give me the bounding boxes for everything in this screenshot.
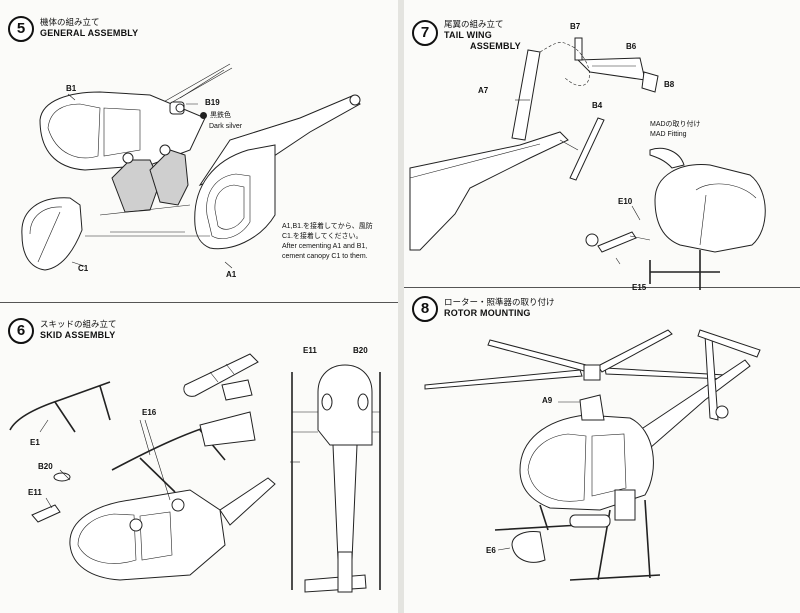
- step-6-title-en: SKID ASSEMBLY: [40, 330, 116, 340]
- part-label-b7: B7: [570, 22, 581, 31]
- part-label-e10: E10: [618, 197, 633, 206]
- step6-illustration: [9, 353, 381, 593]
- step-7-title-jp: 尾翼の組み立て: [444, 19, 504, 29]
- mad-fitting-jp: MADの取り付け: [650, 121, 701, 128]
- step-8-title-jp: ローター・照準器の取り付け: [444, 297, 555, 307]
- step5-note-en-1: After cementing A1 and B1,: [282, 243, 368, 250]
- mad-fitting-en: MAD Fitting: [650, 131, 687, 138]
- step-8-title-en: ROTOR MOUNTING: [444, 308, 531, 318]
- part-label-a9: A9: [542, 396, 553, 405]
- part-label-e16: E16: [142, 408, 157, 417]
- part-label-b8: B8: [664, 80, 675, 89]
- part-label-b20-top: B20: [353, 346, 368, 355]
- step7-illustration: [409, 37, 766, 290]
- step-7-title-en-2: ASSEMBLY: [470, 41, 521, 51]
- paint-name-jp: 黒鉄色: [210, 112, 231, 119]
- step-7-title-en-1: TAIL WING: [444, 30, 492, 40]
- part-label-a1: A1: [226, 270, 237, 279]
- step5-illustration: [21, 63, 361, 271]
- part-label-e15: E15: [632, 283, 647, 292]
- step-8-number: 8: [412, 296, 438, 322]
- paint-name-en: Dark silver: [209, 123, 243, 130]
- step-6-number: 6: [8, 318, 34, 344]
- part-label-b19: B19: [205, 98, 220, 107]
- part-label-b6: B6: [626, 42, 637, 51]
- part-label-c1: C1: [78, 264, 89, 273]
- paint-note: 黒鉄色: [200, 111, 231, 120]
- page-gutter: [398, 0, 404, 613]
- right-section-divider: [404, 287, 800, 288]
- part-label-b1: B1: [66, 84, 77, 93]
- part-label-b20: B20: [38, 462, 53, 471]
- part-label-a7: A7: [478, 86, 489, 95]
- step-5-title-jp: 機体の組み立て: [40, 17, 100, 27]
- part-label-e1: E1: [30, 438, 40, 447]
- step-7-number: 7: [412, 20, 438, 46]
- left-section-divider: [0, 302, 398, 303]
- part-label-e11-top: E11: [303, 346, 317, 355]
- part-label-e11: E11: [28, 488, 42, 497]
- step8-illustration: [424, 329, 761, 581]
- step5-note-en-2: cement canopy C1 to them.: [282, 253, 368, 260]
- step5-note-jp-1: A1,B1.を接着してから、風防: [282, 223, 373, 230]
- part-label-b4: B4: [592, 101, 603, 110]
- step5-note-jp-2: C1.を接着してください。: [282, 233, 363, 240]
- right-page: [404, 0, 800, 613]
- step-6-title-jp: スキッドの組み立て: [40, 319, 117, 329]
- step-5-number: 5: [8, 16, 34, 42]
- part-label-e6: E6: [486, 546, 496, 555]
- paint-swatch-icon: [200, 111, 207, 119]
- step-5-title-en: GENERAL ASSEMBLY: [40, 28, 139, 38]
